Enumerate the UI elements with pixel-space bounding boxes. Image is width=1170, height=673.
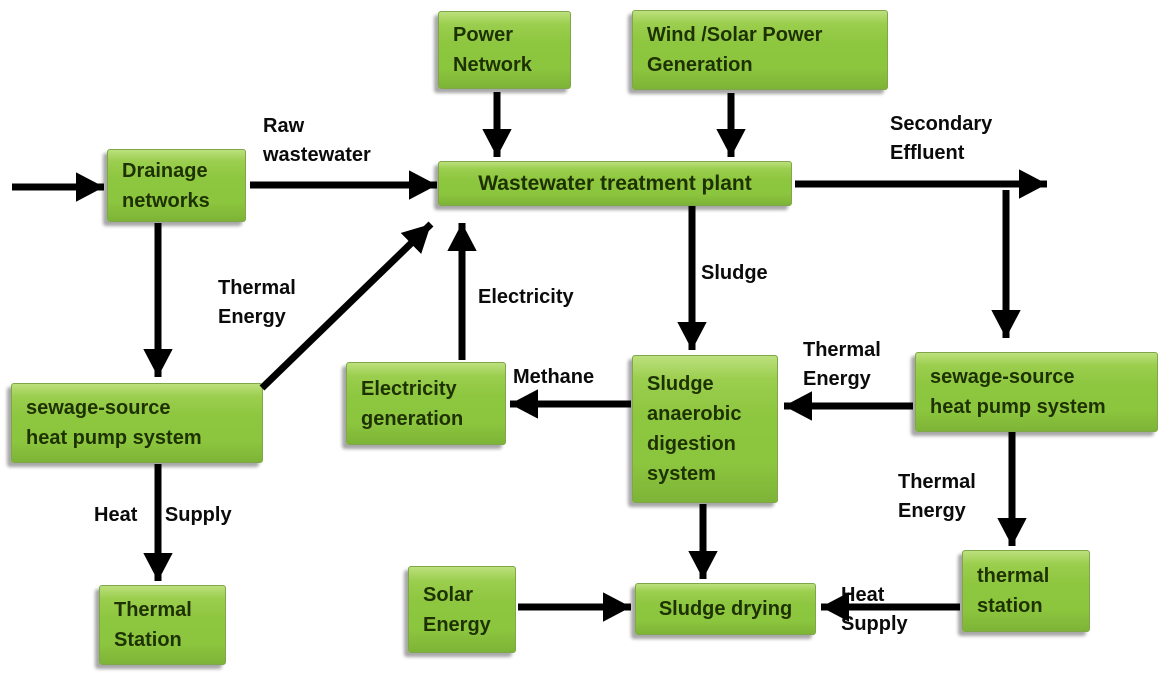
box-electricity-generation: Electricity generation — [346, 362, 506, 445]
label-sludge: Sludge — [701, 262, 768, 284]
box-sewage-heat-pump-left: sewage-source heat pump system — [11, 383, 263, 463]
label-secondary-effluent: Secondary Effluent — [890, 113, 993, 164]
box-solar-energy: Solar Energy — [408, 566, 516, 653]
label-thermal-energy-right: Thermal Energy — [898, 471, 976, 522]
box-sludge-drying: Sludge drying — [635, 583, 816, 635]
label-heat-supply-left: Heat Supply — [94, 504, 232, 526]
box-drainage-networks: Drainage networks — [107, 149, 246, 222]
label-heat-supply-bottom: Heat Supply — [841, 584, 908, 635]
arrow-thermal-energy-diagonal — [259, 221, 434, 391]
box-thermal-station-left: Thermal Station — [99, 585, 226, 665]
box-wind-solar-generation: Wind /Solar Power Generation — [632, 10, 888, 90]
box-wastewater-treatment-plant: Wastewater treatment plant — [438, 161, 792, 206]
label-electricity: Electricity — [478, 286, 574, 308]
label-thermal-energy-left: Thermal Energy — [218, 277, 296, 328]
label-methane: Methane — [513, 366, 595, 388]
box-sludge-anaerobic-digestion: Sludge anaerobic digestion system — [632, 355, 778, 503]
box-thermal-station-right: thermal station — [962, 550, 1090, 632]
box-sewage-heat-pump-right: sewage-source heat pump system — [915, 352, 1158, 432]
box-power-network: Power Network — [438, 11, 571, 89]
label-raw-wastewater: Raw wastewater — [263, 115, 371, 166]
label-thermal-energy-mid: Thermal Energy — [803, 339, 881, 390]
